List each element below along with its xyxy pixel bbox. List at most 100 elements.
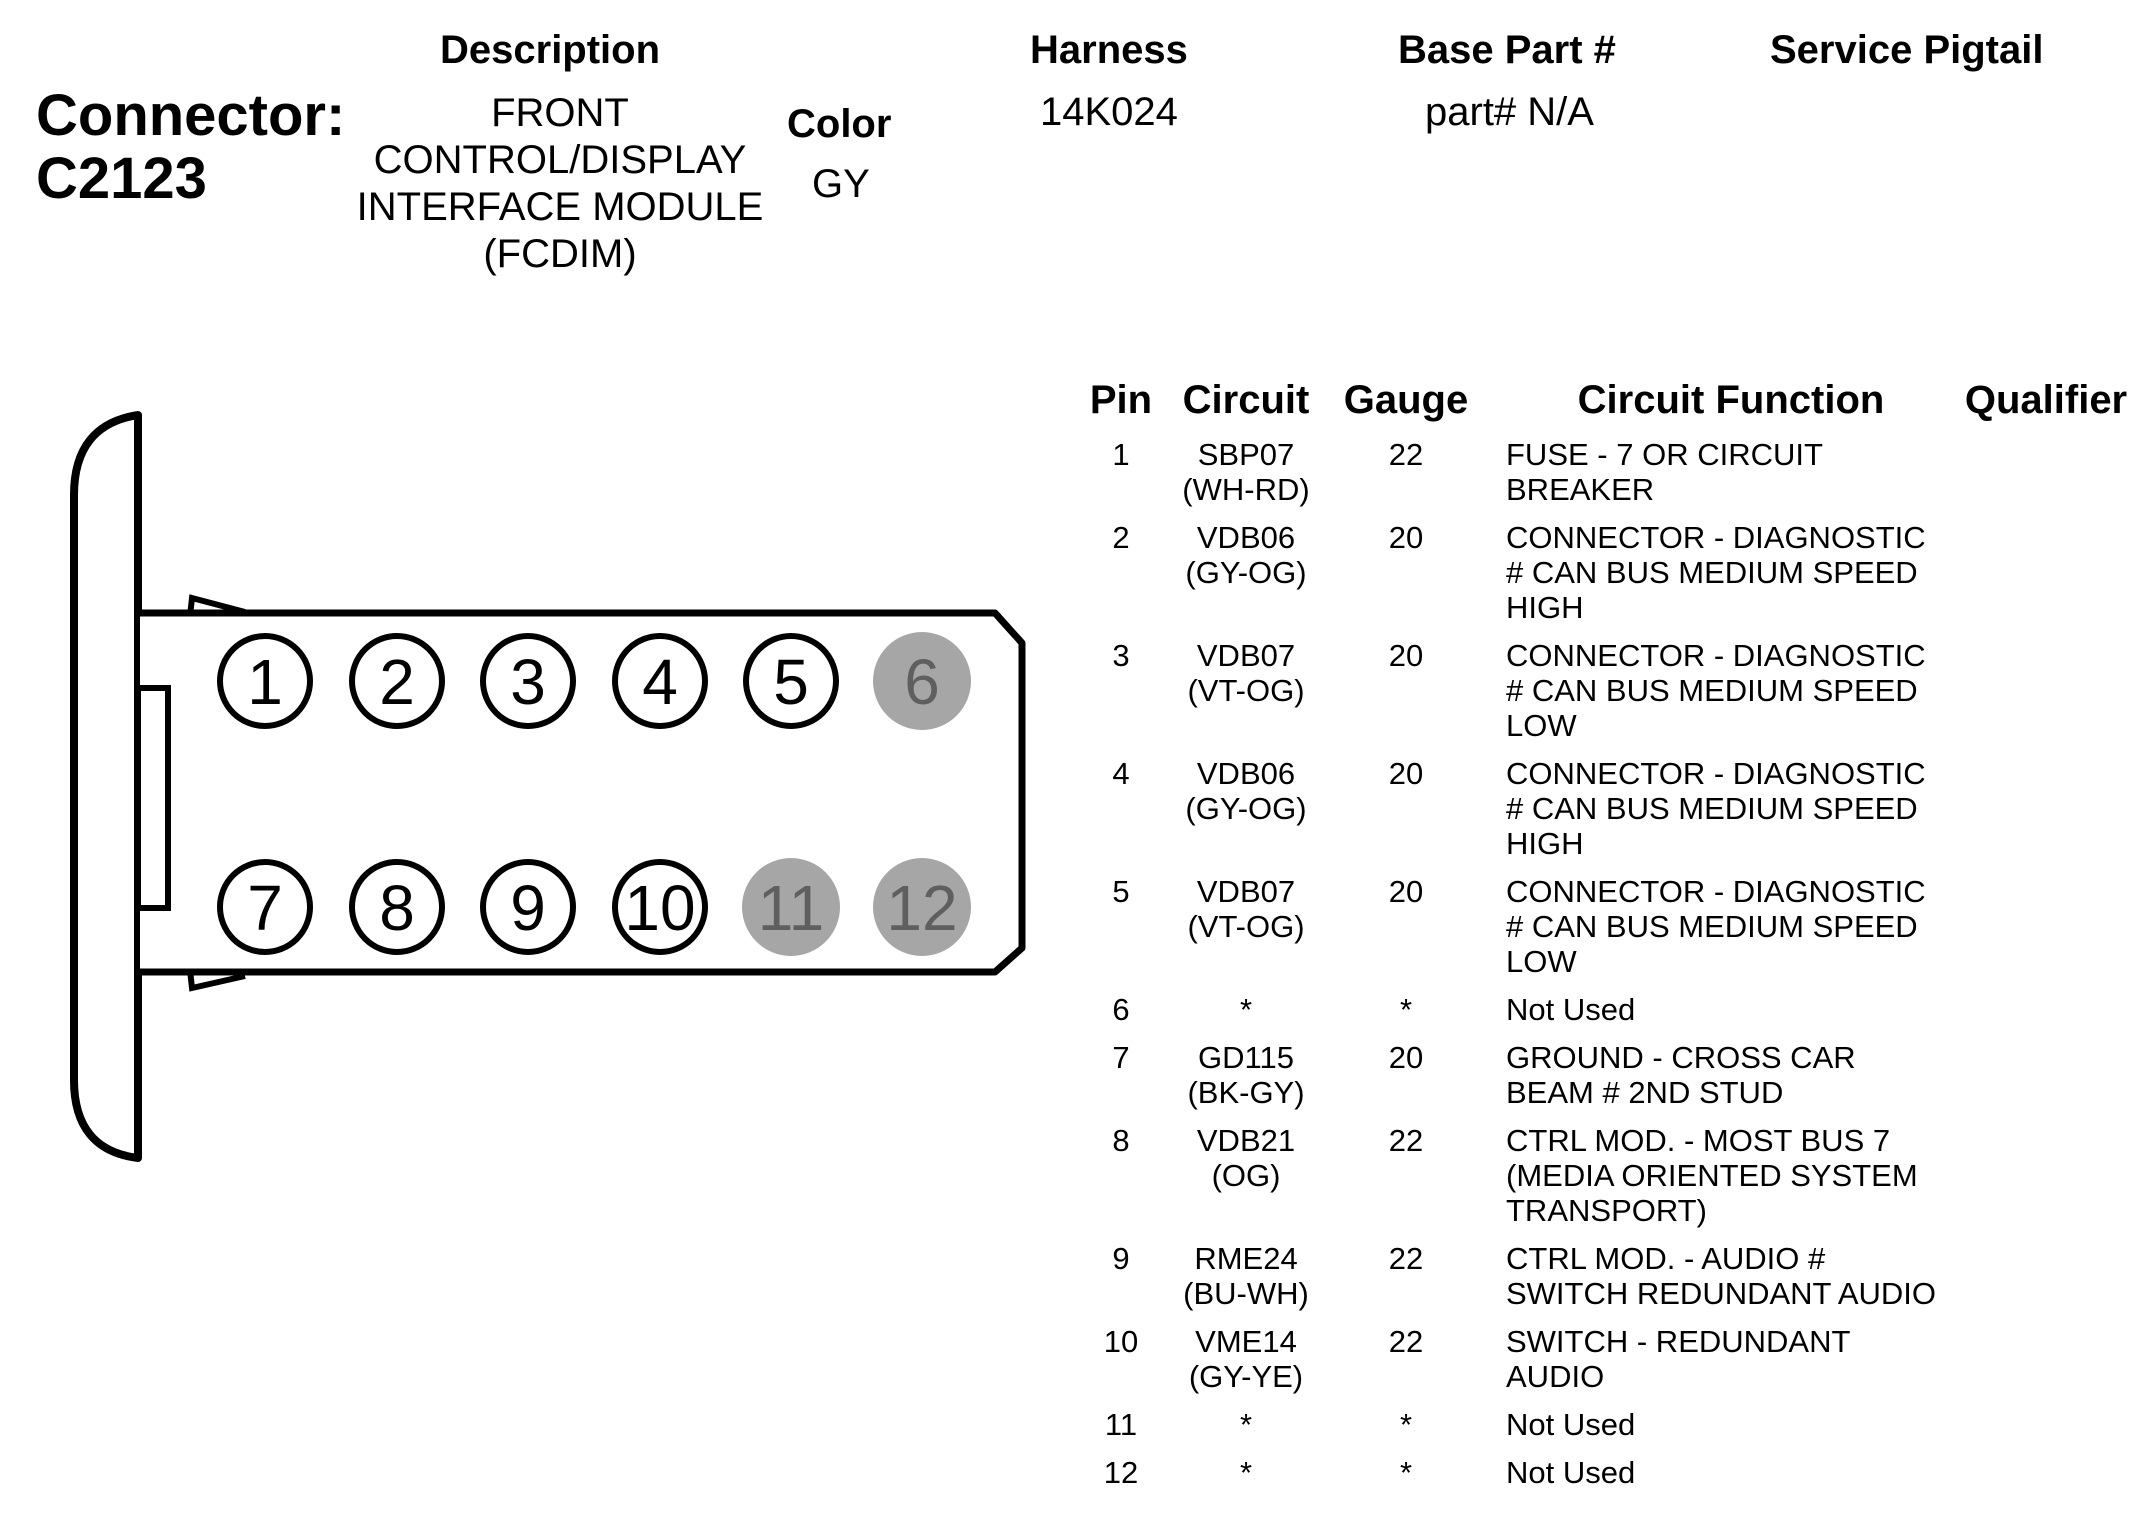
pin-label: 2	[379, 646, 415, 718]
circuit-function-text: Not Used	[1506, 1407, 1636, 1442]
pin-cavity	[217, 859, 313, 955]
circuit-code: *	[1239, 1407, 1253, 1442]
pin-number: 3	[1112, 638, 1130, 673]
keying-slot	[135, 685, 171, 911]
circuit-code: VDB07	[1196, 638, 1296, 673]
circuit-cell: SBP07(WH-RD)	[1156, 437, 1336, 520]
qualifier-cell	[1956, 1407, 2136, 1455]
pin-cell: 9	[1086, 1241, 1156, 1324]
gauge-cell: 22	[1336, 437, 1476, 520]
gauge-cell: 20	[1336, 638, 1476, 756]
pin-cavity	[349, 859, 445, 955]
circuit-code: RME24	[1194, 1241, 1298, 1276]
gauge-value: *	[1399, 992, 1413, 1027]
circuit-function-text: SWITCH - REDUNDANT AUDIO	[1506, 1324, 1850, 1394]
pin-label: 5	[773, 646, 809, 718]
harness-heading: Harness	[1030, 28, 1188, 72]
pin-label: 8	[379, 872, 415, 944]
circuit-cell: *	[1156, 1407, 1336, 1455]
pin-number: 4	[1112, 756, 1130, 791]
circuit-function-cell: Not Used	[1476, 992, 1956, 1040]
circuit-cell: RME24(BU-WH)	[1156, 1241, 1336, 1324]
qualifier-cell	[1956, 1324, 2136, 1407]
base-part-heading: Base Part #	[1398, 28, 1616, 72]
pin-number: 12	[1103, 1455, 1139, 1490]
table-header-row: Pin Circuit Gauge Circuit Function Quali…	[1086, 378, 2136, 437]
qualifier-cell	[1956, 1123, 2136, 1241]
pin-number: 10	[1103, 1324, 1139, 1359]
circuit-cell: GD115(BK-GY)	[1156, 1040, 1336, 1123]
connector-label: Connector: C2123	[36, 84, 345, 210]
harness-value: 14K024	[1040, 90, 1178, 134]
gauge-cell: 20	[1336, 1040, 1476, 1123]
circuit-function-cell: Not Used	[1476, 1407, 1956, 1455]
connector-id: C2123	[36, 146, 207, 211]
gauge-cell: *	[1336, 992, 1476, 1040]
circuit-function-text: CONNECTOR - DIAGNOSTIC # CAN BUS MEDIUM …	[1506, 520, 1926, 625]
qualifier-cell	[1956, 1241, 2136, 1324]
circuit-wire-color: (VT-OG)	[1187, 909, 1305, 944]
circuit-function-text: CONNECTOR - DIAGNOSTIC # CAN BUS MEDIUM …	[1506, 638, 1926, 743]
pin-label: 7	[247, 872, 283, 944]
table-row: 3 VDB07(VT-OG) 20 CONNECTOR - DIAGNOSTIC # …	[1086, 638, 2136, 756]
circuit-function-cell: SWITCH - REDUNDANT AUDIO	[1476, 1324, 1956, 1407]
pin-label: 3	[510, 646, 546, 718]
qualifier-cell	[1956, 638, 2136, 756]
pin-cell: 2	[1086, 520, 1156, 638]
pin-cell: 4	[1086, 756, 1156, 874]
pin-cavity	[217, 633, 313, 729]
column-header-circuit-function: Circuit Function	[1577, 378, 1885, 422]
circuit-wire-color: (OG)	[1211, 1158, 1281, 1193]
pin-label: 10	[624, 872, 695, 944]
circuit-wire-color: (VT-OG)	[1187, 673, 1305, 708]
table-row: 11**Not Used	[1086, 1407, 2136, 1455]
pin-cell: 11	[1086, 1407, 1156, 1455]
pin-number: 1	[1112, 437, 1130, 472]
gauge-value: 22	[1388, 437, 1424, 472]
color-value: GY	[812, 162, 870, 206]
pin-cell: 8	[1086, 1123, 1156, 1241]
circuit-cell: VDB21(OG)	[1156, 1123, 1336, 1241]
pin-cavity-unused	[742, 858, 840, 956]
circuit-wire-color: (GY-OG)	[1185, 791, 1307, 826]
pin-cell: 10	[1086, 1324, 1156, 1407]
column-header-gauge: Gauge	[1343, 378, 1469, 422]
gauge-cell: 20	[1336, 874, 1476, 992]
pin-number: 6	[1112, 992, 1130, 1027]
circuit-function-cell: CTRL MOD. - MOST BUS 7 (MEDIA ORIENTED S…	[1476, 1123, 1956, 1241]
pin-label: 12	[886, 872, 957, 944]
circuit-wire-color: (GY-OG)	[1185, 555, 1307, 590]
circuit-code: VDB07	[1196, 874, 1296, 909]
qualifier-cell	[1956, 437, 2136, 520]
circuit-function-cell: Not Used	[1476, 1455, 1956, 1503]
qualifier-cell	[1956, 756, 2136, 874]
pin-cell: 3	[1086, 638, 1156, 756]
qualifier-cell	[1956, 1040, 2136, 1123]
table-row: 12**Not Used	[1086, 1455, 2136, 1503]
connector-flange	[70, 411, 142, 1162]
pin-cell: 12	[1086, 1455, 1156, 1503]
pin-cavity	[612, 633, 708, 729]
pin-number: 11	[1104, 1407, 1138, 1442]
gauge-value: 22	[1388, 1324, 1424, 1359]
pin-cavity	[480, 633, 576, 729]
circuit-function-cell: FUSE - 7 OR CIRCUIT BREAKER	[1476, 437, 1956, 520]
circuit-cell: VDB07(VT-OG)	[1156, 874, 1336, 992]
connector-label-title: Connector:	[36, 83, 346, 148]
pin-number: 7	[1112, 1040, 1130, 1075]
circuit-wire-color: (BK-GY)	[1187, 1075, 1305, 1110]
circuit-cell: VDB06(GY-OG)	[1156, 756, 1336, 874]
circuit-code: *	[1239, 1455, 1253, 1490]
circuit-function-cell: CONNECTOR - DIAGNOSTIC # CAN BUS MEDIUM …	[1476, 520, 1956, 638]
pin-label: 4	[642, 646, 678, 718]
circuit-function-text: CTRL MOD. - MOST BUS 7 (MEDIA ORIENTED S…	[1506, 1123, 1918, 1228]
circuit-function-text: Not Used	[1506, 1455, 1636, 1490]
gauge-value: 20	[1388, 1040, 1424, 1075]
circuit-wire-color: (WH-RD)	[1182, 472, 1310, 507]
qualifier-cell	[1956, 520, 2136, 638]
column-header-circuit: Circuit	[1182, 378, 1310, 422]
